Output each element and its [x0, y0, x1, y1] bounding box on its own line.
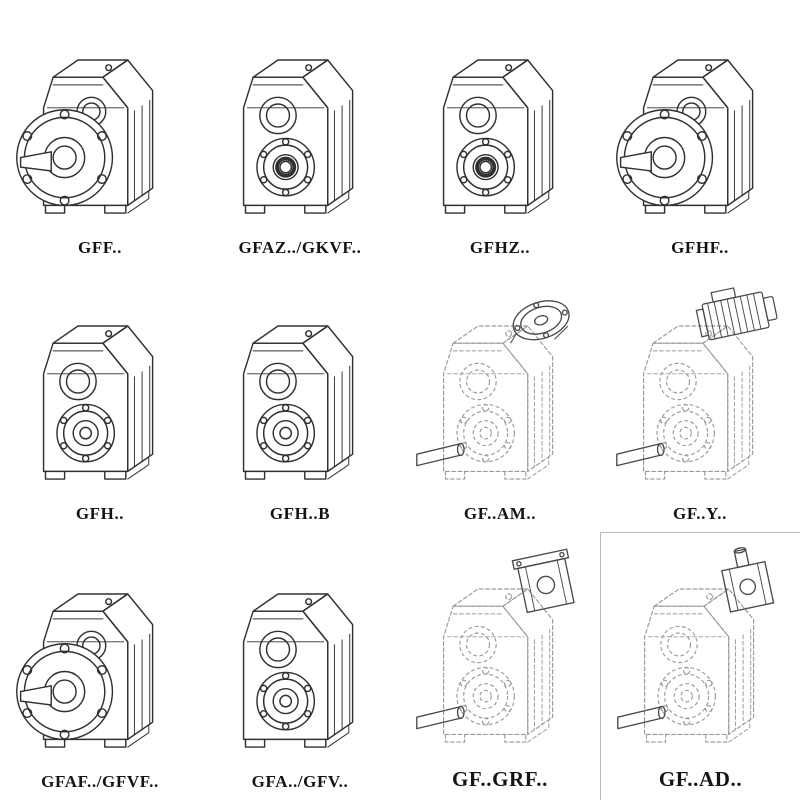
gearbox-line-drawing — [208, 282, 392, 502]
gearbox-line-drawing — [408, 282, 592, 502]
gearbox-variant-cell: GFH..B — [200, 266, 400, 532]
gearbox-line-drawing — [408, 545, 592, 765]
gearbox-drawing-symbol — [244, 594, 353, 747]
gearbox-line-drawing — [208, 550, 392, 770]
gearbox-variant-cell: GFA../GFV.. — [200, 532, 400, 800]
gearbox-variant-cell: GF..Y.. — [600, 266, 800, 532]
gearbox-variant-cell: GFF.. — [0, 0, 200, 266]
gearbox-variant-cell: GFAF../GFVF.. — [0, 532, 200, 800]
gearbox-variant-label: GFH..B — [269, 504, 331, 523]
gearbox-drawing-symbol — [417, 294, 574, 479]
gearbox-variant-cell: GF..AD.. — [600, 532, 800, 800]
gearbox-variant-cell: GFHF.. — [600, 0, 800, 266]
gearbox-variant-label: GFAZ../GKVF.. — [238, 238, 362, 257]
gearbox-line-drawing — [408, 16, 592, 236]
gearbox-line-drawing — [8, 16, 192, 236]
gearbox-variant-label: GFHZ.. — [469, 238, 531, 257]
gearbox-variant-label: GF..Y.. — [673, 504, 727, 523]
gearbox-variant-label: GFA../GFV.. — [251, 772, 349, 791]
gearbox-variant-label: GFHF.. — [671, 238, 729, 257]
gearbox-line-drawing — [609, 545, 793, 765]
gearbox-drawing-symbol — [444, 60, 553, 213]
gearbox-drawing-symbol — [417, 549, 578, 742]
gearbox-line-drawing — [608, 16, 792, 236]
gearbox-variant-cell: GFAZ../GKVF.. — [200, 0, 400, 266]
gearbox-drawing-symbol — [17, 60, 153, 213]
gearbox-line-drawing — [8, 282, 192, 502]
gearbox-variant-label: GF..AM.. — [463, 504, 537, 523]
gearbox-drawing-symbol — [17, 594, 153, 747]
gearbox-variant-cell: GF..GRF.. — [400, 532, 600, 800]
gearbox-variant-label: GFF.. — [78, 238, 122, 257]
gearbox-drawing-symbol — [244, 326, 353, 479]
gearbox-line-drawing — [608, 282, 792, 502]
gearbox-variant-label: GFH.. — [75, 504, 125, 523]
gearbox-drawing-symbol — [617, 545, 773, 742]
gearbox-drawing-symbol — [244, 60, 353, 213]
gearbox-line-drawing — [208, 16, 392, 236]
gearbox-variant-cell: GFHZ.. — [400, 0, 600, 266]
gearbox-variant-cell: GF..AM.. — [400, 266, 600, 532]
gearbox-drawing-symbol — [617, 282, 779, 479]
gearbox-variant-label: GF..GRF.. — [451, 767, 549, 791]
gearbox-drawing-symbol — [44, 326, 153, 479]
gearbox-variant-label: GFAF../GFVF.. — [41, 772, 159, 791]
gearbox-drawing-symbol — [617, 60, 753, 213]
gearbox-line-drawing — [8, 550, 192, 770]
gearbox-variant-label: GF..AD.. — [658, 767, 743, 791]
gearbox-variant-cell: GFH.. — [0, 266, 200, 532]
